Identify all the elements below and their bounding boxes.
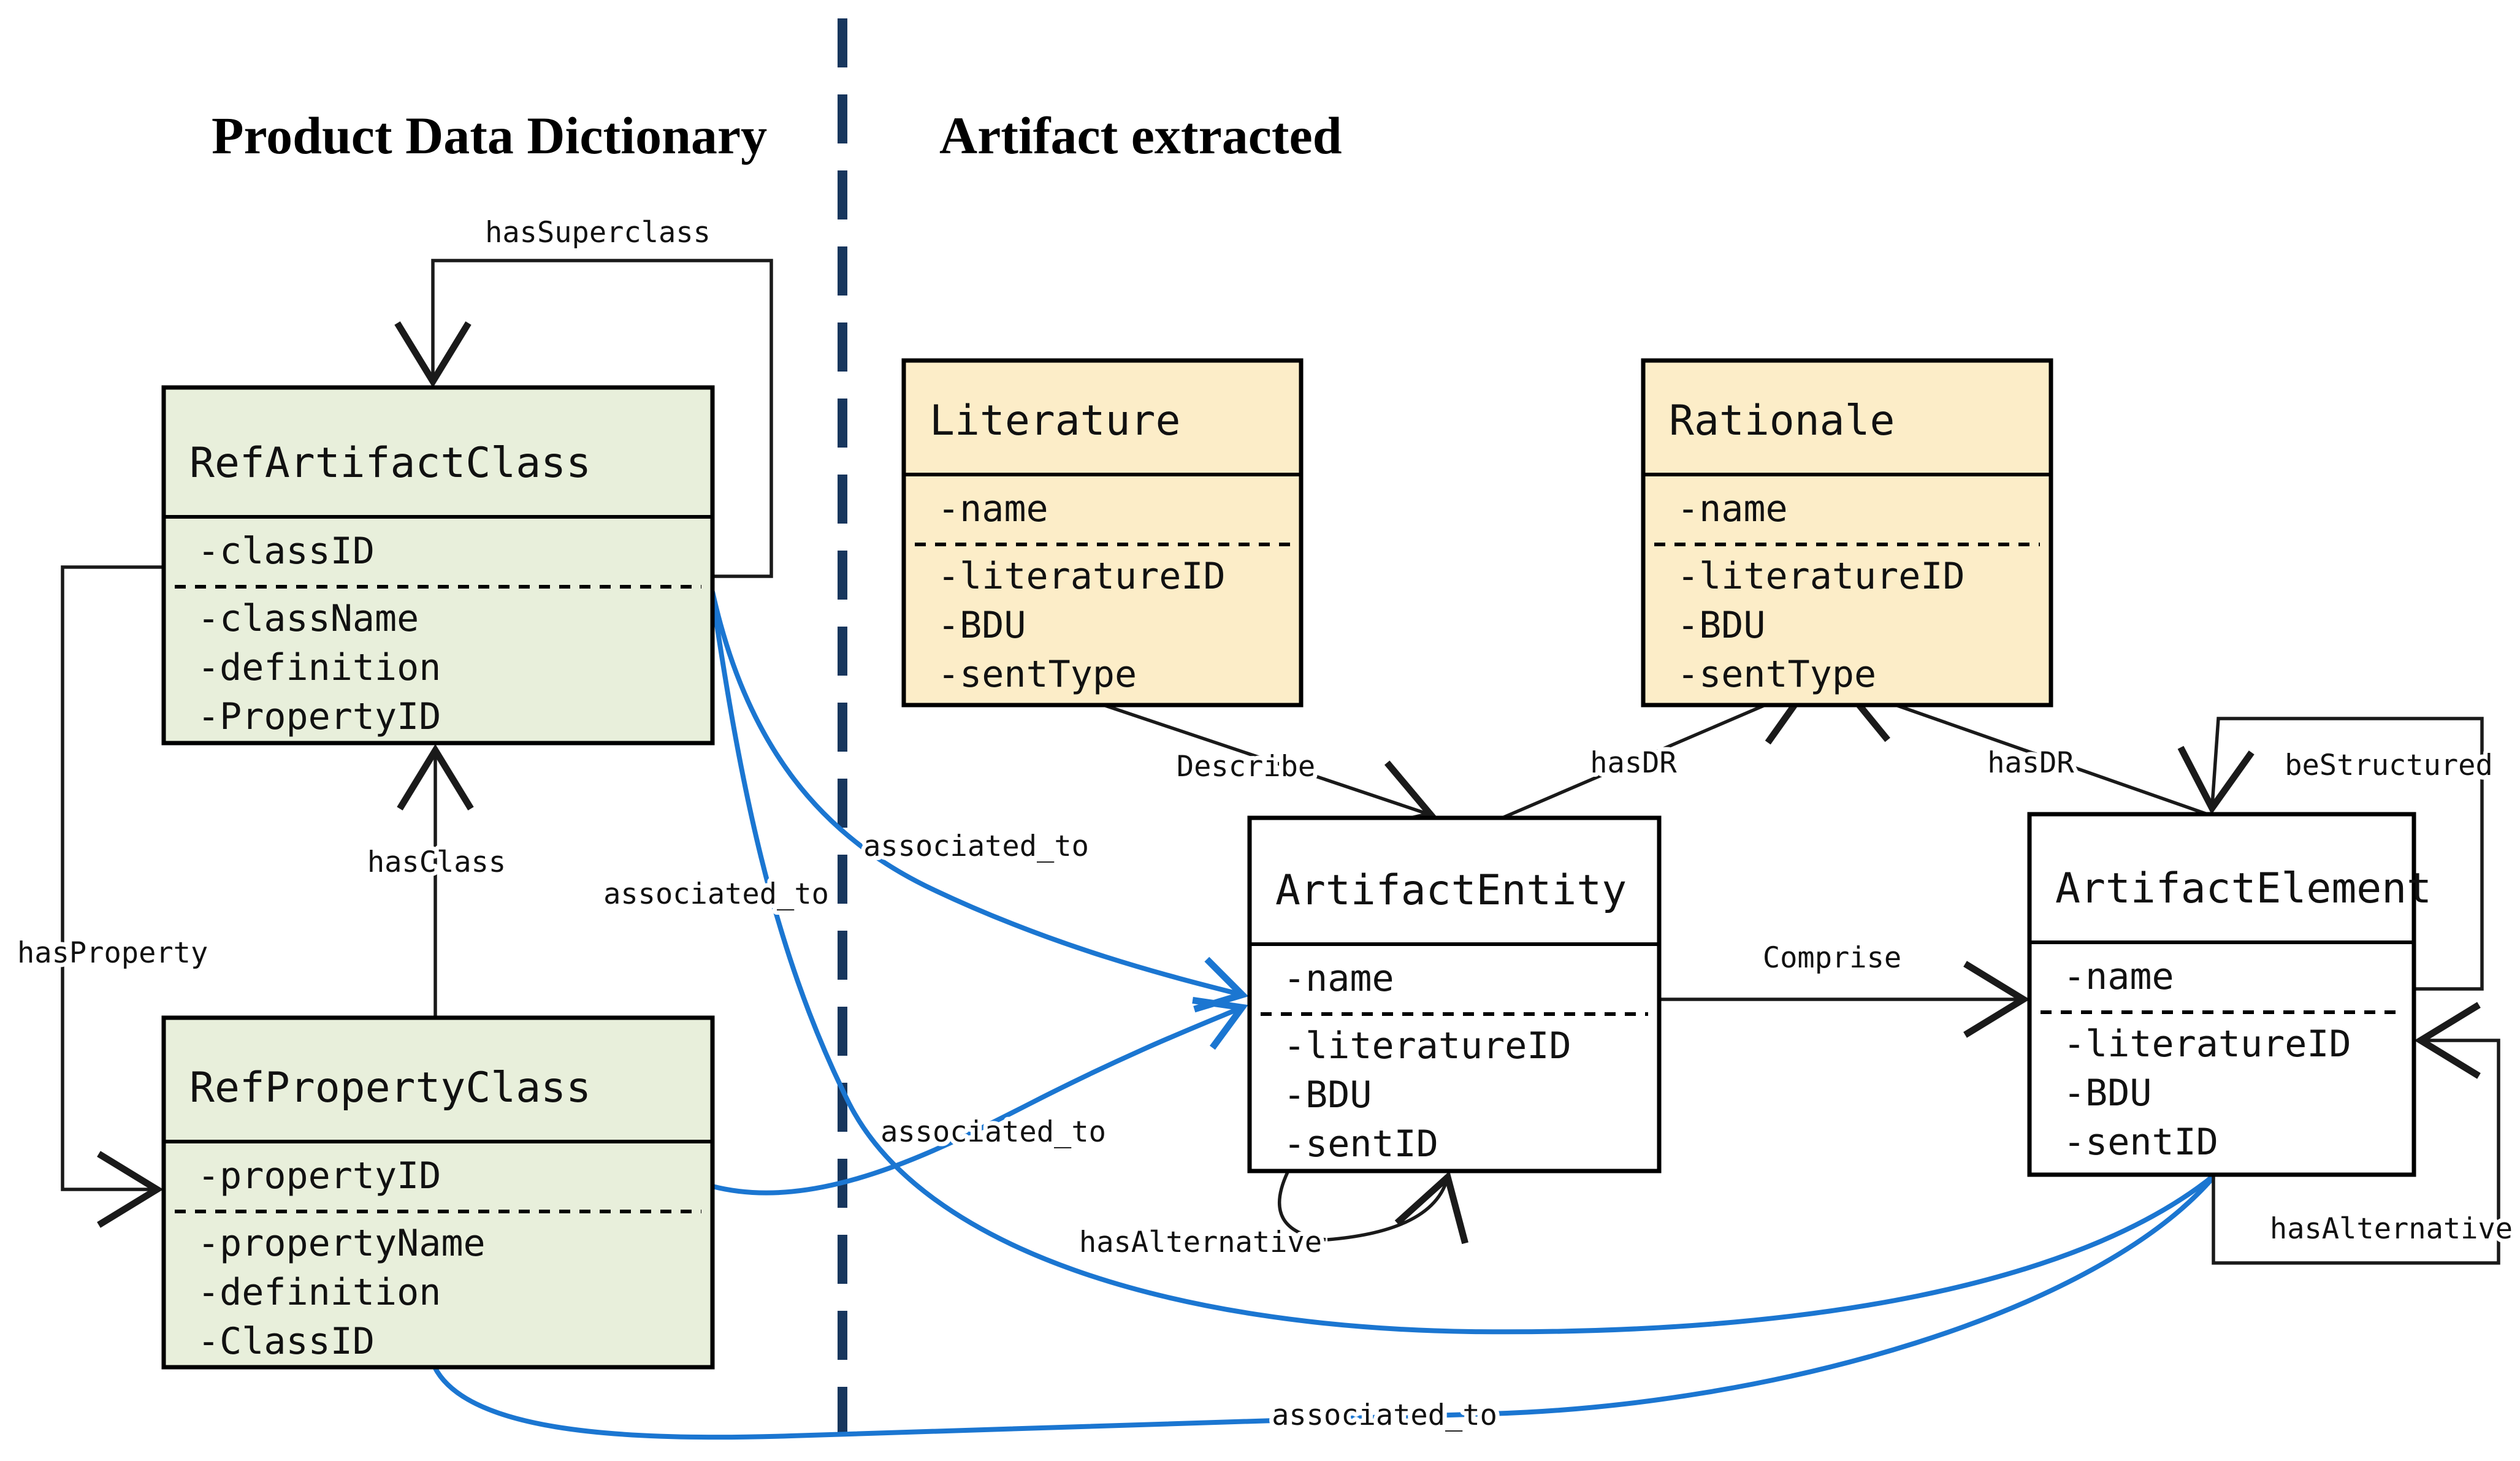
class-attribute: -literatureID: [937, 555, 1226, 598]
class-box-artifactelement: ArtifactElement -name -literatureID -BDU -se…: [2027, 812, 2432, 1177]
label-hasdr-element: hasDR: [1987, 746, 2074, 780]
class-box-rect-artifactentity: [1247, 815, 1662, 1173]
edge-hasproperty: [61, 565, 164, 1228]
edge-hasdr-artifactelement-rationale: [1838, 669, 2208, 816]
edge-associated-to-refpropertyclass-artifactelement: [432, 1175, 2216, 1440]
class-box-rect-refartifactclass: [161, 385, 715, 746]
class-attribute: -propertyID: [197, 1154, 441, 1197]
class-box-rect-rationale: [1641, 358, 2053, 708]
edge-hasalternative-artifactentity-head: [1327, 1171, 1468, 1245]
class-attribute: -BDU: [2063, 1072, 2152, 1115]
class-attribute: -sentID: [2063, 1121, 2218, 1164]
label-hasclass: hasClass: [367, 845, 506, 879]
label-hasalternative-element: hasAlternative: [2270, 1212, 2513, 1246]
class-attribute: -sentType: [1677, 653, 1876, 696]
edge-hasalternative-artifactelement-self-loop: [2212, 1002, 2500, 1265]
class-title-literature: Literature: [930, 397, 1180, 445]
label-describe: Describe: [1177, 750, 1315, 784]
class-title-artifactelement: ArtifactElement: [2055, 864, 2432, 913]
class-attribute: -sentType: [937, 653, 1137, 696]
class-attribute: -BDU: [1283, 1074, 1372, 1116]
class-attribute: -definition: [197, 1271, 441, 1314]
class-box-rationale: Rationale -name -literatureID -BDU -sentType: [1641, 358, 2053, 708]
class-attribute: -PropertyID: [197, 695, 441, 738]
class-attribute: -literatureID: [1677, 555, 1965, 598]
class-box-refartifactclass: RefArtifactClass -classID -className -defin…: [161, 385, 715, 746]
class-attribute: -literatureID: [1283, 1024, 1571, 1067]
class-attribute: -definition: [197, 646, 441, 689]
label-hasdr-entity: hasDR: [1590, 746, 1677, 780]
edge-hasalternative-artifactentity-tail: [1277, 1171, 1326, 1242]
class-attribute: -ClassID: [197, 1320, 375, 1363]
edge-describe: [1103, 703, 1437, 834]
class-attribute: -sentID: [1283, 1123, 1438, 1165]
relation-labels: hasSuperclass hasClass hasProperty Descr…: [13, 212, 2517, 1436]
label-associated-to-1: associated_to: [863, 830, 1089, 863]
edge-hasdr-artifactentity-rationale: [1501, 674, 1814, 820]
label-associated-to-3: associated_to: [880, 1115, 1106, 1149]
class-attribute: -BDU: [937, 604, 1026, 647]
class-title-rationale: Rationale: [1669, 397, 1895, 445]
class-attribute: -name: [1677, 487, 1788, 530]
label-associated-to-4: associated_to: [1272, 1398, 1497, 1432]
right-section-title: Artifact extracted: [939, 106, 1342, 165]
edge-associated-to-refpropertyclass-artifactentity: [712, 996, 1248, 1196]
class-title-refartifactclass: RefArtifactClass: [189, 439, 591, 487]
label-hassuperclass: hasSuperclass: [485, 216, 711, 250]
left-section-title: Product Data Dictionary: [212, 106, 767, 165]
class-title-refpropertyclass: RefPropertyClass: [189, 1064, 591, 1112]
association-curves: [432, 591, 2216, 1440]
class-attribute: -classID: [197, 530, 375, 573]
label-hasproperty: hasProperty: [17, 936, 208, 970]
class-box-rect-refpropertyclass: [161, 1015, 715, 1370]
class-box-artifactentity: ArtifactEntity -name -literatureID -BDU -sen…: [1247, 815, 1662, 1173]
edge-associated-to-refartifactclass-artifactentity: [710, 591, 1249, 1013]
label-associated-to-2: associated_to: [603, 877, 829, 911]
class-attribute: -name: [937, 487, 1048, 530]
edge-hassuperclass-self-loop: [394, 259, 773, 578]
class-attribute: -className: [197, 597, 419, 640]
class-attribute: -name: [1283, 957, 1394, 1000]
class-attribute: -BDU: [1677, 604, 1766, 647]
edge-associated-to-refartifactclass-artifactelement: [710, 595, 2215, 1335]
class-attribute: -name: [2063, 955, 2174, 998]
class-attribute: -propertyName: [197, 1222, 486, 1265]
class-box-literature: Literature -name -literatureID -BDU -sentTyp…: [901, 358, 1304, 708]
class-box-rect-artifactelement: [2027, 812, 2416, 1177]
label-bestructured: beStructured: [2285, 749, 2493, 782]
class-box-rect-literature: [901, 358, 1304, 708]
class-box-refpropertyclass: RefPropertyClass -propertyID -propertyName…: [161, 1015, 715, 1370]
class-title-artifactentity: ArtifactEntity: [1275, 866, 1627, 915]
label-comprise: Comprise: [1763, 941, 1901, 975]
relation-edges: [61, 259, 2500, 1265]
class-boxes: RefArtifactClass -classID -className -defin…: [161, 358, 2432, 1370]
label-hasalternative-entity: hasAlternative: [1079, 1226, 1322, 1259]
class-attribute: -literatureID: [2063, 1023, 2351, 1066]
edge-bestructured-self-loop: [2177, 717, 2484, 991]
